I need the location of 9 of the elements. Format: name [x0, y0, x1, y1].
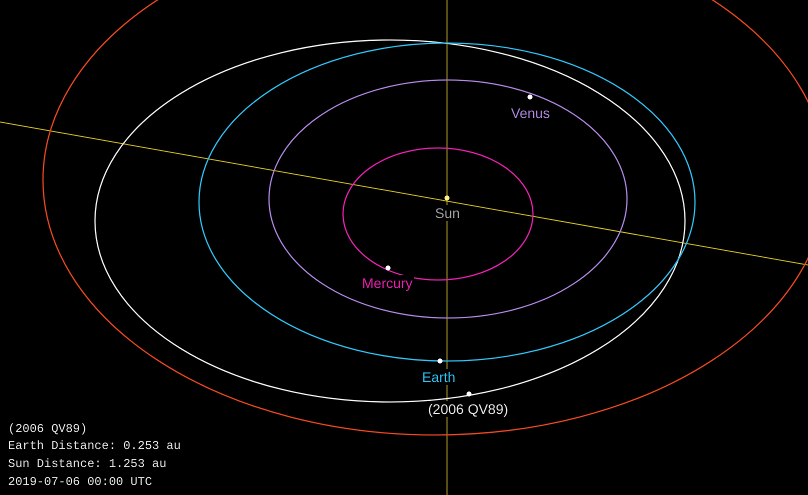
- date-text: 2019-07-06 00:00 UTC: [8, 475, 152, 489]
- asteroid-label: (2006 QV89): [427, 401, 510, 417]
- planet-label: Mercury: [361, 275, 414, 291]
- sun-label: Sun: [434, 205, 461, 221]
- planet-label: Venus: [510, 105, 551, 121]
- object-name: (2006 QV89): [8, 422, 88, 436]
- distance-text: Earth Distance: 0.253 au: [8, 439, 181, 453]
- planet-label: Earth: [421, 369, 456, 385]
- distance-text: Sun Distance: 1.253 au: [8, 457, 166, 471]
